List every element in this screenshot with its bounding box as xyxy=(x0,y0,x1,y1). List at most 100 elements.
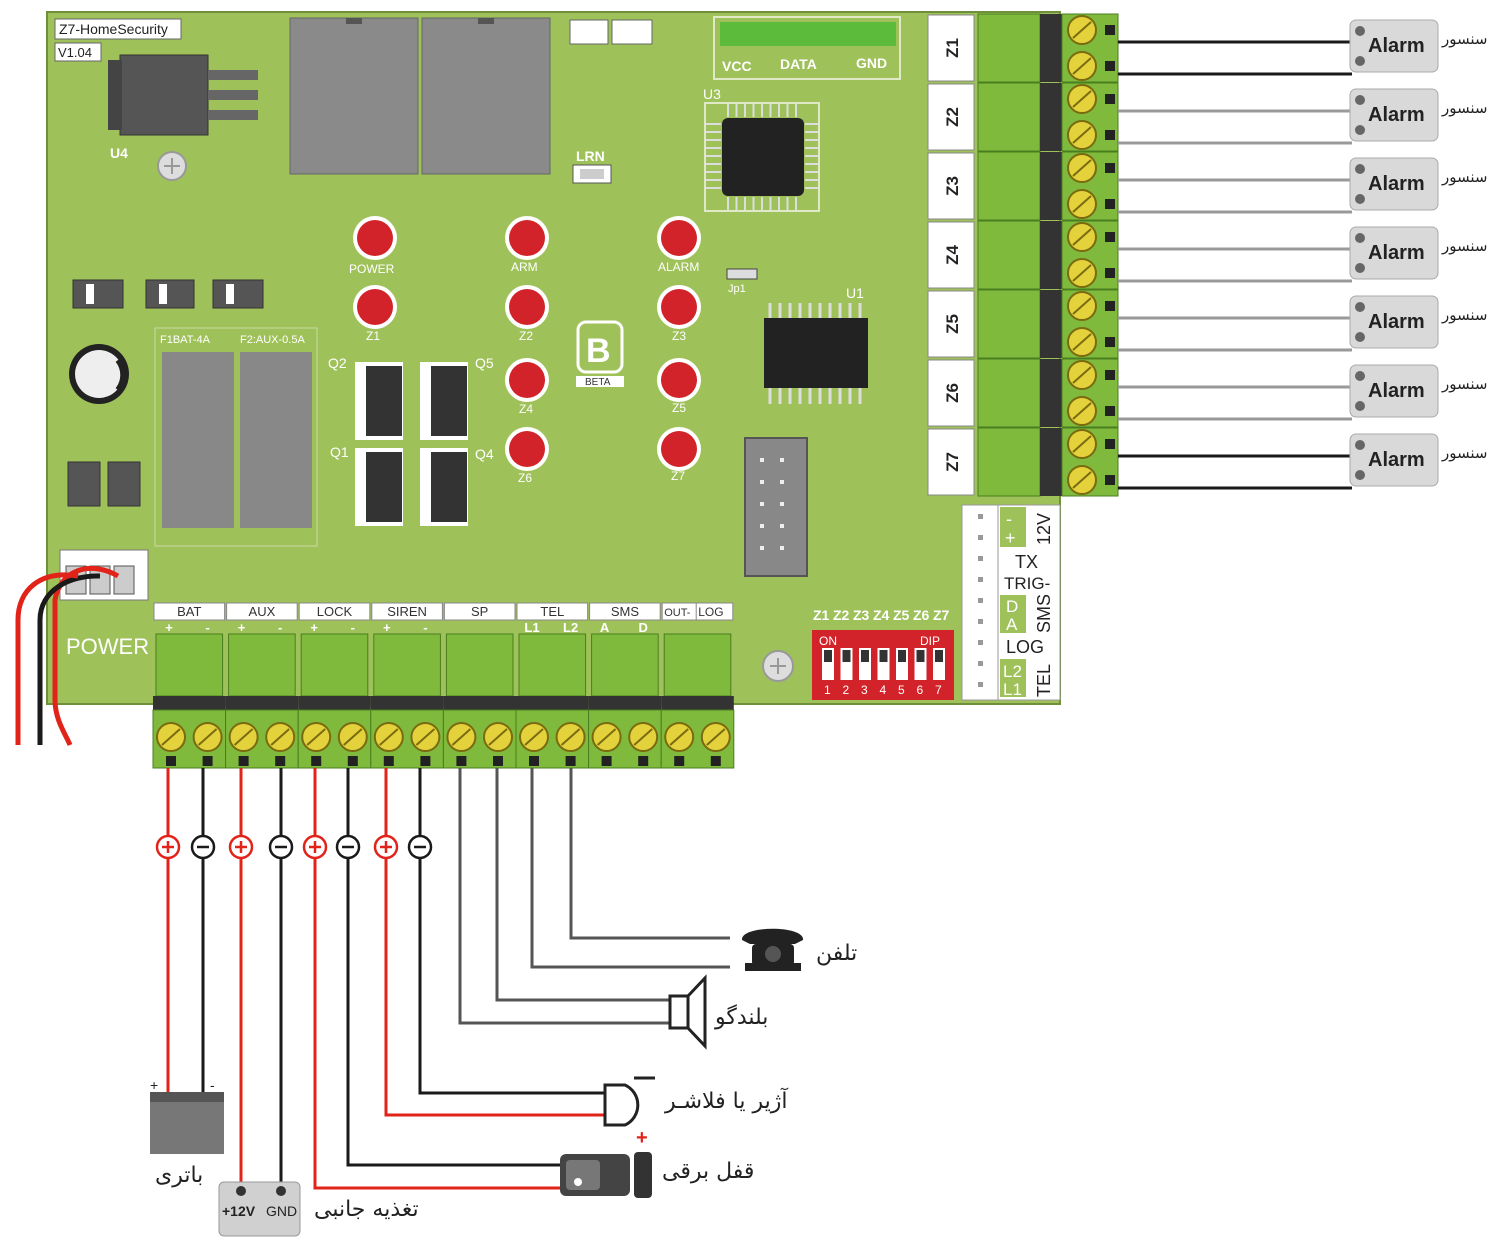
svg-text:L1: L1 xyxy=(1003,680,1022,699)
led-z2: Z2 xyxy=(505,285,549,343)
svg-text:SMS: SMS xyxy=(611,604,640,619)
svg-text:Alarm: Alarm xyxy=(1368,311,1425,333)
svg-text:Z6: Z6 xyxy=(913,607,930,623)
svg-text:Alarm: Alarm xyxy=(1368,104,1425,126)
svg-text:POWER: POWER xyxy=(349,262,395,276)
svg-text:سنسور: سنسور xyxy=(1441,99,1487,117)
battery-label: باتری xyxy=(155,1163,203,1188)
svg-text:Z3: Z3 xyxy=(943,176,962,196)
svg-text:2: 2 xyxy=(843,683,850,697)
svg-text:L2: L2 xyxy=(563,620,578,635)
svg-text:Z7: Z7 xyxy=(943,452,962,472)
terminal-lock: LOCK+- xyxy=(297,602,372,769)
svg-text:AUX: AUX xyxy=(249,604,276,619)
regulator-u4: U4 xyxy=(108,54,258,161)
svg-text:Z6: Z6 xyxy=(943,383,962,403)
svg-text:Z4: Z4 xyxy=(519,402,533,416)
svg-text:U1: U1 xyxy=(846,285,864,301)
svg-text:L2: L2 xyxy=(1003,662,1022,681)
led-z7: Z7 xyxy=(657,427,701,483)
svg-text:+: + xyxy=(1005,528,1016,548)
svg-text:+: + xyxy=(165,620,173,635)
electric-lock-icon xyxy=(560,1152,652,1198)
led-z5: Z5 xyxy=(657,358,701,415)
svg-text:DIP: DIP xyxy=(920,634,940,648)
svg-text:DATA: DATA xyxy=(780,56,817,72)
svg-text:Alarm: Alarm xyxy=(1368,242,1425,264)
svg-text:Q2: Q2 xyxy=(328,355,347,371)
led-z6: Z6 xyxy=(505,427,549,485)
svg-text:TEL: TEL xyxy=(1034,664,1054,697)
svg-text:Q5: Q5 xyxy=(475,355,494,371)
svg-text:4: 4 xyxy=(880,683,887,697)
svg-text:D: D xyxy=(1006,597,1018,616)
svg-text:Jp1: Jp1 xyxy=(728,283,746,295)
terminal-bat: BAT+- xyxy=(152,602,227,769)
svg-text:Z5: Z5 xyxy=(943,314,962,334)
svg-text:D: D xyxy=(639,620,648,635)
board-name: Z7-HomeSecurity xyxy=(59,21,168,37)
svg-text:3: 3 xyxy=(861,683,868,697)
telephone-icon xyxy=(741,928,804,971)
svg-text:A: A xyxy=(600,620,610,635)
svg-text:+: + xyxy=(238,620,246,635)
fuses: F1BAT-4A F2:AUX-0.5A xyxy=(154,327,318,547)
svg-text:5: 5 xyxy=(898,683,905,697)
led-power: POWER xyxy=(349,216,397,276)
svg-text:Alarm: Alarm xyxy=(1368,380,1425,402)
svg-text:-: - xyxy=(351,620,355,635)
svg-text:TX: TX xyxy=(1015,552,1038,572)
terminal-out-: OUT-LOG xyxy=(660,602,735,769)
power-connector: POWER xyxy=(15,549,149,746)
svg-text:ON: ON xyxy=(819,634,837,648)
svg-text:Z2: Z2 xyxy=(943,107,962,127)
svg-text:Z2: Z2 xyxy=(833,607,850,623)
siren-icon: + xyxy=(603,1076,655,1149)
svg-text:SP: SP xyxy=(471,604,488,619)
relay-2 xyxy=(421,17,551,175)
led-alarm: ALARM xyxy=(657,216,701,274)
svg-text:ARM: ARM xyxy=(511,260,538,274)
svg-text:-: - xyxy=(205,620,209,635)
svg-text:U4: U4 xyxy=(110,145,128,161)
svg-text:VCC: VCC xyxy=(722,58,752,74)
speaker-icon xyxy=(668,974,707,1050)
svg-text:سنسور: سنسور xyxy=(1441,30,1487,48)
svg-text:F2:AUX-0.5A: F2:AUX-0.5A xyxy=(240,334,305,346)
led-z1: Z1 xyxy=(353,285,397,343)
alarm-sensor: Alarm سنسور xyxy=(1349,295,1487,349)
svg-text:U3: U3 xyxy=(703,86,721,102)
svg-text:سنسور: سنسور xyxy=(1441,306,1487,324)
svg-text:A: A xyxy=(1006,615,1018,634)
polarity-minus-icon xyxy=(190,834,216,860)
smd-components xyxy=(67,279,264,507)
svg-text:-: - xyxy=(1006,509,1012,529)
zone-z2: Z2 Alarm سنسور xyxy=(927,82,1487,152)
terminal-aux: AUX+- xyxy=(225,602,299,769)
svg-text:Z7: Z7 xyxy=(671,469,685,483)
led-z4: Z4 xyxy=(505,358,549,416)
polarity-minus-icon xyxy=(335,834,361,860)
svg-text:Z2: Z2 xyxy=(519,329,533,343)
svg-text:BETA: BETA xyxy=(585,377,611,388)
svg-text:-: - xyxy=(210,1077,215,1093)
battery-icon: +- xyxy=(150,1077,224,1154)
chip-u1: U1 xyxy=(764,285,868,404)
svg-text:سنسور: سنسور xyxy=(1441,444,1487,462)
svg-text:6: 6 xyxy=(917,683,924,697)
svg-text:ALARM: ALARM xyxy=(658,260,699,274)
transistors: Q2 Q5 Q1 Q4 xyxy=(328,355,494,526)
lock-label: قفل برقی xyxy=(662,1159,754,1184)
zone-z5: Z5 Alarm سنسور xyxy=(927,289,1487,359)
